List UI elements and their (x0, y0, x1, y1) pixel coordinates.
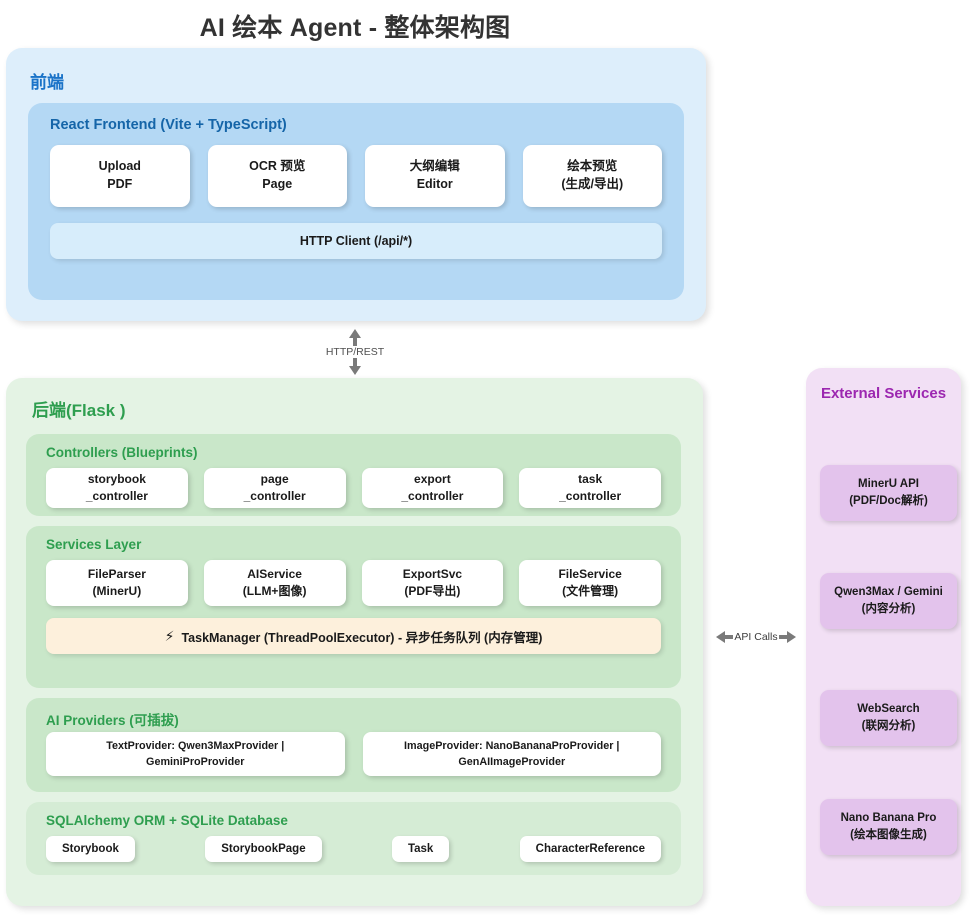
card-line-2: GeminiProProvider (146, 756, 245, 768)
card-line-2: (联网分析) (861, 720, 916, 732)
card-line-1: export (414, 471, 451, 486)
services-card-row: FileParser (MinerU) AIService (LLM+图像) E… (46, 560, 661, 606)
card-line-1: ExportSvc (402, 566, 463, 581)
bolt-icon: ⚡ (164, 628, 175, 644)
card-line-2: (PDF导出) (404, 584, 461, 598)
service-card-fileparser[interactable]: FileParser (MinerU) (46, 560, 188, 606)
arrow-left-icon (716, 631, 734, 643)
card-line-1: 绘本预览 (567, 159, 618, 174)
ai-providers-section-title: AI Providers (可插拔) (46, 713, 179, 728)
database-entity-row: Storybook StorybookPage Task CharacterRe… (46, 836, 661, 862)
controller-card-export[interactable]: export _controller (361, 468, 504, 508)
card-line-2: _controller (559, 489, 622, 503)
backend-panel: 后端(Flask ) Controllers (Blueprints) stor… (6, 378, 703, 906)
frontend-card-storybook-preview[interactable]: 绘本预览 (生成/导出) (522, 145, 662, 207)
card-line-1: AIService (247, 566, 302, 581)
frontend-card-upload-pdf[interactable]: Upload PDF (50, 145, 190, 207)
controller-card-storybook[interactable]: storybook _controller (46, 468, 188, 508)
react-frontend-label: React Frontend (Vite + TypeScript) (50, 117, 287, 133)
ai-providers-section: AI Providers (可插拔) TextProvider: Qwen3Ma… (26, 698, 681, 792)
card-line-1: Upload (98, 159, 141, 174)
card-line-1: storybook (87, 471, 146, 486)
react-frontend-group: React Frontend (Vite + TypeScript) Uploa… (28, 103, 684, 300)
controller-card-task[interactable]: task _controller (519, 468, 661, 508)
card-line-2: (绘本图像生成) (850, 829, 927, 841)
provider-card-text[interactable]: TextProvider: Qwen3MaxProvider | GeminiP… (46, 732, 345, 776)
page-title: AI 绘本 Agent - 整体架构图 (199, 14, 511, 42)
card-line-2: (MinerU) (92, 584, 142, 598)
card-line-2: _controller (85, 489, 148, 503)
card-line-1: WebSearch (857, 703, 920, 716)
service-card-fileservice[interactable]: FileService (文件管理) (519, 560, 661, 606)
controllers-section: Controllers (Blueprints) storybook _cont… (26, 434, 681, 516)
external-card-websearch[interactable]: WebSearch (联网分析) (820, 690, 957, 746)
services-section: Services Layer FileParser (MinerU) AISer… (26, 526, 681, 688)
card-line-1: task (578, 471, 603, 486)
external-card-nano-banana-pro[interactable]: Nano Banana Pro (绘本图像生成) (820, 799, 957, 855)
service-card-aiservice[interactable]: AIService (LLM+图像) (203, 560, 346, 606)
http-client-bar[interactable]: HTTP Client (/api/*) (50, 223, 662, 259)
frontend-panel: 前端 React Frontend (Vite + TypeScript) Up… (6, 48, 706, 321)
card-line-1: page (260, 471, 289, 486)
entity-card-storybookpage[interactable]: StorybookPage (205, 836, 322, 862)
card-line-2: (LLM+图像) (242, 584, 307, 598)
ai-providers-card-row: TextProvider: Qwen3MaxProvider | GeminiP… (46, 732, 661, 776)
card-line-2: PDF (107, 177, 133, 191)
card-line-1: ImageProvider: NanoBananaProProvider | (404, 739, 620, 752)
services-section-title: Services Layer (46, 537, 142, 552)
controllers-card-row: storybook _controller page _controller e… (46, 468, 661, 508)
arrow-up-icon (349, 328, 361, 346)
taskmanager-label: TaskManager (ThreadPoolExecutor) - 异步任务队… (181, 630, 543, 645)
card-line-1: OCR 预览 (249, 159, 306, 174)
card-line-2: (内容分析) (861, 603, 916, 615)
provider-card-image[interactable]: ImageProvider: NanoBananaProProvider | G… (362, 732, 661, 776)
external-services-panel: External Services MinerU API (PDF/Doc解析)… (806, 368, 961, 906)
entity-card-characterreference[interactable]: CharacterReference (519, 836, 661, 862)
entity-card-task[interactable]: Task (391, 836, 450, 862)
external-card-mineru-api[interactable]: MinerU API (PDF/Doc解析) (820, 465, 957, 521)
service-card-exportsvc[interactable]: ExportSvc (PDF导出) (361, 560, 504, 606)
connector-api-calls: API Calls (709, 624, 803, 650)
frontend-card-ocr-preview[interactable]: OCR 预览 Page (207, 145, 347, 207)
external-services-title: External Services (820, 385, 947, 402)
card-line-1: MinerU API (858, 478, 919, 491)
card-line-1: 大纲编辑 (409, 159, 460, 174)
database-section-title: SQLAlchemy ORM + SQLite Database (46, 813, 288, 828)
card-line-1: Qwen3Max / Gemini (834, 586, 943, 599)
frontend-panel-title: 前端 (30, 73, 64, 92)
controllers-section-title: Controllers (Blueprints) (46, 445, 198, 460)
card-line-2: (文件管理) (562, 584, 619, 598)
card-line-1: TextProvider: Qwen3MaxProvider | (106, 739, 285, 752)
card-line-1: Nano Banana Pro (840, 812, 937, 825)
controller-card-page[interactable]: page _controller (203, 468, 346, 508)
frontend-card-outline-editor[interactable]: 大纲编辑 Editor (365, 145, 505, 207)
external-card-qwen3max-gemini[interactable]: Qwen3Max / Gemini (内容分析) (820, 573, 957, 629)
card-line-2: _controller (401, 489, 464, 503)
card-line-1: FileService (558, 566, 622, 581)
card-line-2: (生成/导出) (561, 177, 624, 191)
backend-panel-title: 后端(Flask ) (32, 401, 126, 420)
card-line-2: Page (262, 177, 293, 191)
connector-label: API Calls (734, 631, 778, 643)
database-section: SQLAlchemy ORM + SQLite Database Storybo… (26, 802, 681, 875)
card-line-2: Editor (416, 177, 453, 191)
card-line-1: FileParser (87, 566, 146, 581)
card-line-2: GenAIImageProvider (458, 756, 566, 768)
entity-card-storybook[interactable]: Storybook (46, 836, 135, 862)
connector-http-rest: HTTP/REST (318, 326, 392, 378)
connector-label: HTTP/REST (325, 345, 385, 358)
arrow-right-icon (778, 631, 796, 643)
taskmanager-bar[interactable]: ⚡ TaskManager (ThreadPoolExecutor) - 异步任… (46, 618, 661, 654)
card-line-2: (PDF/Doc解析) (849, 495, 928, 507)
arrow-down-icon (349, 358, 361, 376)
frontend-card-row: Upload PDF OCR 预览 Page 大纲编辑 Editor 绘本预览 … (50, 145, 662, 207)
card-line-2: _controller (243, 489, 306, 503)
